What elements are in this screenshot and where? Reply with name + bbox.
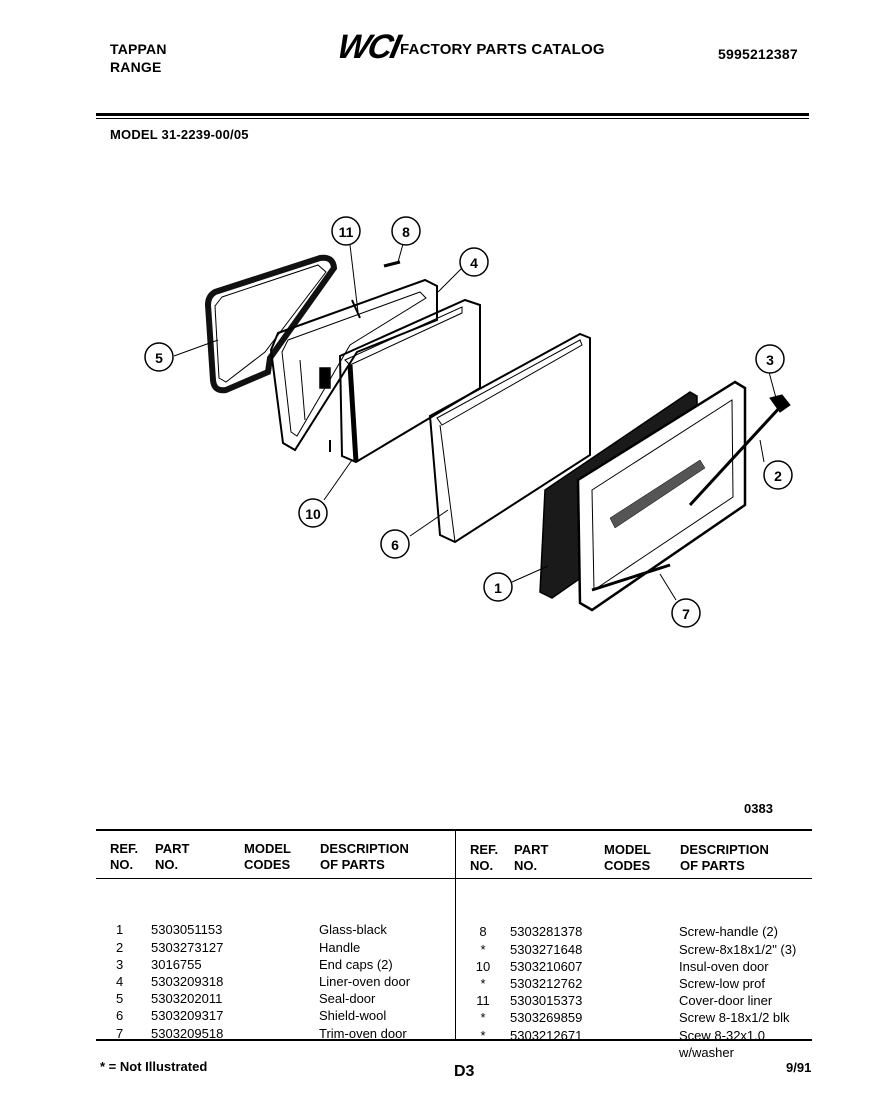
- right-ref-header: REF.NO.: [470, 842, 499, 873]
- callout-8: 8: [402, 224, 410, 240]
- liner-oven-door-part: [269, 278, 438, 452]
- left-ref-header: REF.NO.: [110, 841, 139, 872]
- exploded-door-diagram: 11 8 4 5 3 2 10 6 1 7: [144, 216, 793, 628]
- not-illustrated-note: * = Not Illustrated: [100, 1059, 208, 1074]
- callout-1: 1: [494, 580, 502, 596]
- catalog-date: 9/91: [786, 1060, 812, 1075]
- callout-5: 5: [155, 350, 163, 366]
- right-ref-column: 8*10*11**: [475, 924, 491, 1043]
- figure-code: 0383: [744, 801, 773, 816]
- callout-circles: [144, 216, 793, 628]
- catalog-title: FACTORY PARTS CATALOG: [400, 41, 605, 58]
- callout-4: 4: [470, 255, 478, 271]
- brand-line-1: TAPPAN: [110, 41, 167, 57]
- table-rule-header: [96, 878, 812, 879]
- seal-door-part: [204, 254, 338, 394]
- model-number: MODEL 31-2239-00/05: [110, 127, 249, 142]
- callout-10: 10: [305, 506, 321, 522]
- brand-line-2: RANGE: [110, 59, 162, 75]
- table-rule-top: [96, 829, 812, 831]
- handle-part: [688, 394, 791, 507]
- callout-3: 3: [766, 352, 774, 368]
- right-desc-column: Screw-handle (2)Screw-8x18x1/2" (3)Insul…: [679, 924, 797, 1060]
- header-rule-bottom: [96, 118, 809, 119]
- catalog-number: 5995212387: [718, 46, 798, 62]
- callout-2: 2: [774, 468, 782, 484]
- callout-6: 6: [391, 537, 399, 553]
- callout-11: 11: [339, 224, 354, 240]
- callout-7: 7: [682, 606, 690, 622]
- trim-oven-door-part: [576, 380, 747, 612]
- table-rule-bottom: [96, 1039, 812, 1041]
- screw-handle-part: [383, 260, 401, 268]
- shield-wool-part: [428, 332, 591, 544]
- header-rule-top: [96, 113, 809, 116]
- page-number: D3: [454, 1063, 475, 1080]
- table-divider: [455, 829, 456, 1040]
- insul-oven-door-part: [338, 298, 481, 464]
- leader-lines: [173, 243, 777, 601]
- cover-door-liner-part: [351, 299, 361, 319]
